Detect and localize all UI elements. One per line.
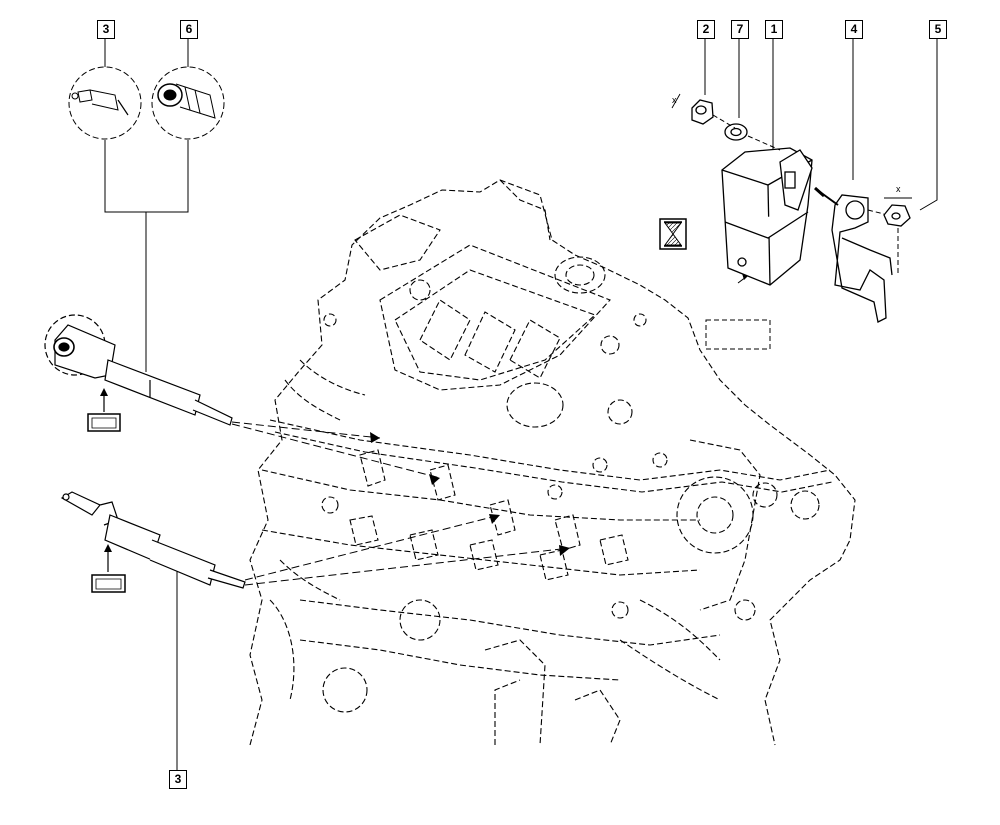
tightening-box-icon bbox=[91, 574, 126, 593]
callout-1: 1 bbox=[765, 20, 783, 39]
callout-2: 2 bbox=[697, 20, 715, 39]
hourglass-wait-icon bbox=[659, 218, 687, 250]
callout-4: 4 bbox=[845, 20, 863, 39]
torque-pointer-arrowheads bbox=[100, 388, 112, 552]
stud-dashed-lines bbox=[712, 114, 899, 275]
callout-3-bottom: 3 bbox=[169, 770, 187, 789]
callout-5: 5 bbox=[929, 20, 947, 39]
glow-plug-lower bbox=[60, 491, 246, 589]
torque-box-icon bbox=[87, 413, 121, 432]
engine-block-outline bbox=[249, 179, 856, 746]
glow-plug-connector-detail bbox=[151, 66, 225, 140]
insertion-arrowheads bbox=[370, 268, 756, 556]
torque-arrows bbox=[671, 93, 912, 199]
callout-bracket-lines bbox=[104, 37, 938, 770]
washer-part-7 bbox=[724, 123, 748, 141]
nut-part-2 bbox=[691, 99, 714, 125]
glow-control-unit bbox=[721, 147, 813, 286]
glow-plug-insertion-lines bbox=[231, 267, 759, 586]
callout-6: 6 bbox=[180, 20, 198, 39]
glow-plug-tip-detail bbox=[68, 66, 142, 140]
glow-plug-upper bbox=[44, 314, 233, 426]
nut-part-5 bbox=[883, 204, 911, 227]
bracket-part-4 bbox=[814, 186, 893, 323]
reference-box-dashed bbox=[705, 319, 771, 350]
callout-3-top: 3 bbox=[97, 20, 115, 39]
torque-mark-x-bracket-nut: x bbox=[896, 184, 901, 194]
callout-7: 7 bbox=[731, 20, 749, 39]
torque-mark-x-nut: x bbox=[672, 95, 677, 105]
